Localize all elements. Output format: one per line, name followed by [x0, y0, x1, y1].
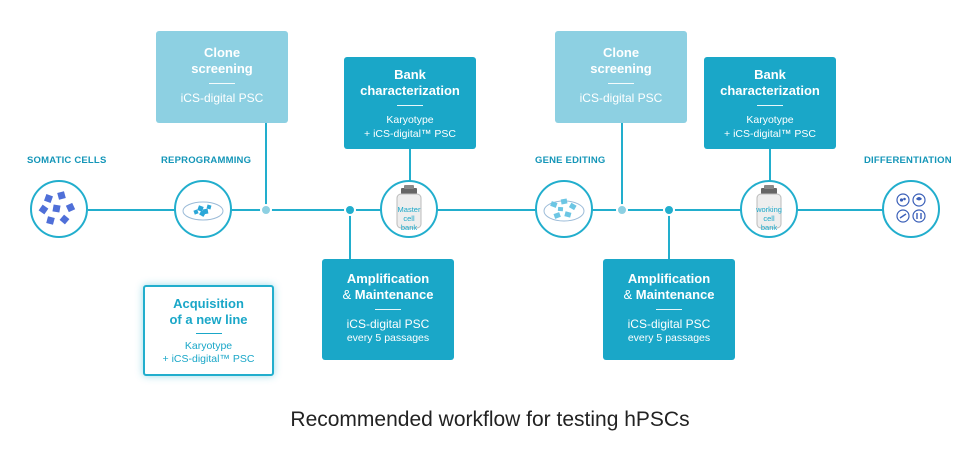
connector-amp2	[668, 210, 670, 260]
connector-bank2	[769, 148, 771, 181]
amp-sub-1b: every 5 passages	[346, 332, 430, 344]
acq-sub-a: Karyotype	[184, 340, 233, 352]
acquisition-box: Acquisition of a new line Karyotype + iC…	[143, 285, 274, 376]
divider	[757, 105, 783, 106]
clone-screening-box-1: Clone screening iCS-digital PSC	[156, 31, 288, 123]
connector-clone2	[621, 122, 623, 210]
master-cell-bank-circle: Master cell bank	[380, 180, 438, 238]
clone-title-2a: Clone	[602, 45, 640, 60]
stage-label-somatic: SOMATIC CELLS	[27, 155, 107, 166]
amp-title-1a: Amplification	[346, 271, 430, 286]
amp-title-2a: Amplification	[627, 271, 711, 286]
bank-sub-1b: + iCS-digital™ PSC	[364, 128, 456, 140]
divider	[375, 309, 401, 310]
bank-sub-2b: + iCS-digital™ PSC	[724, 128, 816, 140]
tank-label-line: cell	[763, 214, 775, 223]
figure-caption: Recommended workflow for testing hPSCs	[290, 408, 690, 431]
somatic-cells-circle	[30, 180, 88, 238]
timeline-line	[88, 209, 893, 211]
amp-sub-2a: iCS-digital PSC	[627, 317, 711, 331]
amp-title-1c: Maintenance	[354, 287, 434, 302]
amp-ampersand-1: &	[342, 287, 352, 302]
reprogramming-circle	[174, 180, 232, 238]
timeline-dot-amp2	[663, 204, 675, 216]
amp-title-2c: Maintenance	[635, 287, 715, 302]
gene-editing-icon	[543, 198, 585, 222]
timeline-dot-clone2	[616, 204, 628, 216]
bank-characterization-box-2: Bank characterization Karyotype + iCS-di…	[704, 57, 836, 149]
bank-sub-2a: Karyotype	[746, 114, 794, 126]
timeline-dot-clone1	[260, 204, 272, 216]
tank-label-line: bank	[760, 223, 778, 232]
divider	[195, 333, 222, 334]
master-tank-label: Master cell bank	[395, 205, 423, 232]
bank-characterization-box-1: Bank characterization Karyotype + iCS-di…	[344, 57, 476, 149]
acq-sub-b: + iCS-digital™ PSC	[162, 353, 255, 365]
clone-sub-1: iCS-digital PSC	[180, 91, 264, 105]
amplification-box-1: Amplification & Maintenance iCS-digital …	[322, 259, 454, 360]
differentiated-cell-types-icon	[896, 193, 926, 223]
working-tank-label: working cell bank	[754, 205, 784, 232]
connector-bank1	[409, 148, 411, 181]
clone-screening-box-2: Clone screening iCS-digital PSC	[555, 31, 687, 123]
bank-title-2a: Bank	[754, 67, 786, 82]
clone-title-2b: screening	[590, 61, 652, 76]
tank-label-line: working	[756, 205, 782, 214]
divider	[608, 83, 634, 84]
acq-title-a: Acquisition	[173, 296, 244, 311]
connector-clone1	[265, 122, 267, 210]
reprogramming-dish-icon	[182, 201, 224, 221]
bank-title-1b: characterization	[360, 83, 460, 98]
working-cell-bank-circle: working cell bank	[740, 180, 798, 238]
acq-title-b: of a new line	[169, 312, 248, 327]
gene-editing-circle	[535, 180, 593, 238]
cryotank-icon	[756, 185, 782, 229]
differentiation-circle	[882, 180, 940, 238]
stage-label-gene-editing: GENE EDITING	[535, 155, 606, 166]
amp-title-2b: & Maintenance	[603, 287, 735, 303]
bank-title-2b: characterization	[720, 83, 820, 98]
divider	[656, 309, 682, 310]
amp-sub-1a: iCS-digital PSC	[346, 317, 430, 331]
somatic-cells-icon	[38, 191, 76, 225]
tank-label-line: bank	[400, 223, 418, 232]
amp-title-1b: & Maintenance	[322, 287, 454, 303]
clone-title-1a: Clone	[203, 45, 241, 60]
amp-ampersand-2: &	[623, 287, 633, 302]
bank-title-1a: Bank	[394, 67, 426, 82]
stage-label-differentiation: DIFFERENTIATION	[864, 155, 952, 166]
tank-label-line: Master	[397, 205, 421, 214]
clone-sub-2: iCS-digital PSC	[579, 91, 663, 105]
tank-label-line: cell	[403, 214, 415, 223]
bank-sub-1a: Karyotype	[386, 114, 434, 126]
amp-sub-2b: every 5 passages	[627, 332, 711, 344]
connector-amp1	[349, 210, 351, 260]
divider	[209, 83, 235, 84]
divider	[397, 105, 423, 106]
cryotank-icon	[396, 185, 422, 229]
clone-title-1b: screening	[191, 61, 253, 76]
timeline-dot-amp1	[344, 204, 356, 216]
stage-label-reprogramming: REPROGRAMMING	[161, 155, 252, 166]
amplification-box-2: Amplification & Maintenance iCS-digital …	[603, 259, 735, 360]
